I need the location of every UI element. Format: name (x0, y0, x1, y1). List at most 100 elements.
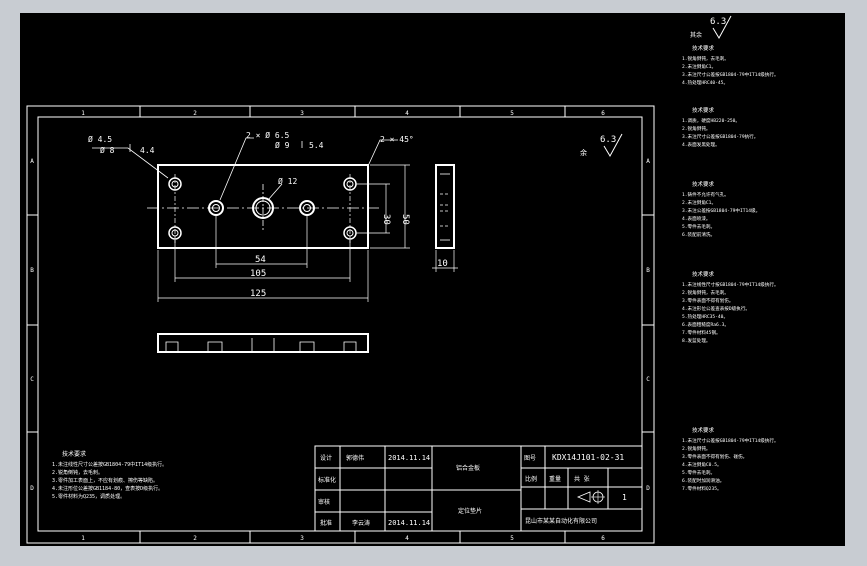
bottom-pocket (299, 341, 315, 352)
note-line: 1.未注线性尺寸公差按GB1804-79中IT14级执行。 (52, 461, 167, 468)
side-notes-heading: 技术要求 (692, 270, 715, 278)
bottom-pocket (343, 341, 357, 352)
drawing-no-label: 图号 (524, 455, 536, 462)
column-label: 3 (300, 110, 304, 117)
side-note-line: 5.热处理HRC35-40。 (682, 313, 728, 320)
row-label: C (646, 376, 650, 383)
dim-pair-hole-depth: 5.4 (309, 141, 324, 150)
side-note-line: 3.未注尺寸公差按GB1804-79执行。 (682, 133, 758, 140)
scale-label: 比例 (525, 475, 537, 483)
plate-bottom-view (157, 333, 369, 353)
row-label: C (30, 376, 34, 383)
side-note-line: 3.零件表面不得有划伤、碰伤。 (682, 453, 747, 460)
row-label: A (646, 158, 650, 165)
side-note-line: 2.锐角倒钝。 (682, 445, 711, 452)
material: 铝合金板 (456, 464, 480, 472)
side-note-line: 2.锐角倒钝。 (682, 125, 711, 132)
side-note-line: 3.未注尺寸公差按GB1804-79中IT14级执行。 (682, 71, 779, 78)
bottom-outline (157, 333, 369, 353)
dim-inner-height: 30 (381, 214, 391, 225)
note-line: 3.零件加工表面上，不应有划痕、擦伤等缺陷。 (52, 477, 158, 484)
column-label: 1 (81, 110, 85, 117)
plate-outline (157, 164, 369, 249)
dim-pair-hole-count: 2 × Ø 6.5 (246, 130, 290, 140)
row-label: D (30, 485, 34, 492)
bottom-pocket (207, 341, 223, 352)
note-line: 4.未注形位公差按GB1184-80，查表按D级执行。 (52, 485, 163, 492)
side-notes-heading: 技术要求 (692, 180, 715, 188)
leader-line (267, 183, 283, 201)
sheet-label: 共 张 (574, 475, 590, 483)
side-note-line: 3.未注公差按GB1804-79中IT14级。 (682, 207, 760, 214)
sheet-count: 1 (622, 493, 627, 502)
side-note-line: 6.表面粗糙度Ra6.3。 (682, 321, 729, 328)
side-note-line: 4.表面喷漆。 (682, 215, 711, 222)
side-note-line: 2.未注倒角C1。 (682, 199, 716, 206)
approver-name: 李云涛 (352, 519, 370, 527)
leader-line (367, 139, 398, 167)
drawing-no: KDX14J101-02-31 (552, 453, 624, 462)
design-date: 2014.11.14 (388, 454, 430, 462)
dim-small-hole-cb: Ø 8 (100, 145, 115, 155)
column-label: 2 (193, 110, 197, 117)
weight-label: 重量 (549, 475, 561, 483)
side-note-line: 8.发蓝处理。 (682, 337, 711, 344)
row-label: A (30, 158, 34, 165)
side-note-line: 1.未注线性尺寸按GB1804-79中IT14级执行。 (682, 281, 779, 288)
column-label: 5 (510, 110, 514, 117)
title-block-frame (314, 445, 643, 532)
dim-outer-spacing: 105 (250, 269, 266, 279)
approve-label: 批准 (320, 519, 332, 527)
row-label: D (646, 485, 650, 492)
designer-name: 郭德伟 (346, 454, 364, 462)
side-notes-heading: 技术要求 (692, 426, 715, 434)
dim-inner-spacing: 54 (255, 255, 266, 265)
side-note-line: 5.零件去毛刺。 (682, 223, 715, 230)
column-label: 5 (510, 535, 514, 542)
side-note-line: 4.未注形位公差查表按D级执行。 (682, 305, 750, 312)
dim-thickness: 10 (437, 259, 448, 269)
column-label: 6 (601, 110, 605, 117)
side-note-line: 6.装配时加润滑油。 (682, 477, 724, 484)
roughness-top-value: 6.3 (710, 17, 726, 27)
roughness-main-icon (603, 133, 623, 158)
roughness-main-label: 余 (580, 148, 587, 157)
row-label: B (646, 267, 650, 274)
dim-small-hole-depth: 4.4 (140, 146, 155, 155)
company-name: 昆山市某某自动化有限公司 (525, 517, 597, 525)
review-label: 审核 (318, 498, 330, 506)
side-note-line: 4.表面发黑处理。 (682, 141, 720, 148)
dim-center-hole: Ø 12 (278, 176, 297, 186)
std-label: 标准化 (318, 476, 336, 484)
column-label: 1 (81, 535, 85, 542)
side-notes-heading: 技术要求 (692, 106, 715, 114)
designer-label: 设计 (320, 454, 332, 462)
side-note-line: 7.零件材料Q235。 (682, 485, 722, 492)
approve-date: 2014.11.14 (388, 519, 430, 527)
side-note-line: 1.铸件不允许有气孔。 (682, 191, 729, 198)
bottom-pocket (165, 341, 179, 352)
side-note-line: 4.未注倒角C0.5。 (682, 461, 722, 468)
column-label: 3 (300, 535, 304, 542)
side-note-line: 2.锐角倒钝，去毛刺。 (682, 289, 729, 296)
column-label: 6 (601, 535, 605, 542)
plate-front-view (92, 137, 410, 302)
leader-line (219, 137, 254, 201)
side-note-line: 1.未注尺寸公差按GB1804-79中IT14级执行。 (682, 437, 779, 444)
side-outline (435, 164, 455, 249)
side-note-line: 3.零件表面不得有划伤。 (682, 297, 733, 304)
part-name: 定位垫片 (458, 507, 482, 515)
roughness-main-value: 6.3 (600, 135, 616, 145)
side-note-line: 1.锐角倒钝，去毛刺。 (682, 55, 729, 62)
note-line: 5.零件材料为Q235，调质处理。 (52, 493, 125, 500)
note-line: 2.锐角倒钝，去毛刺。 (52, 469, 103, 476)
plate-side-view (432, 164, 458, 272)
dim-small-hole-dia: Ø 4.5 (88, 134, 112, 144)
projection-symbol-icon (576, 491, 591, 503)
row-label: B (30, 267, 34, 274)
side-note-line: 7.零件材料45钢。 (682, 329, 721, 336)
side-note-line: 4.热处理HRC40-45。 (682, 79, 728, 86)
dim-overall-height: 50 (400, 214, 410, 225)
